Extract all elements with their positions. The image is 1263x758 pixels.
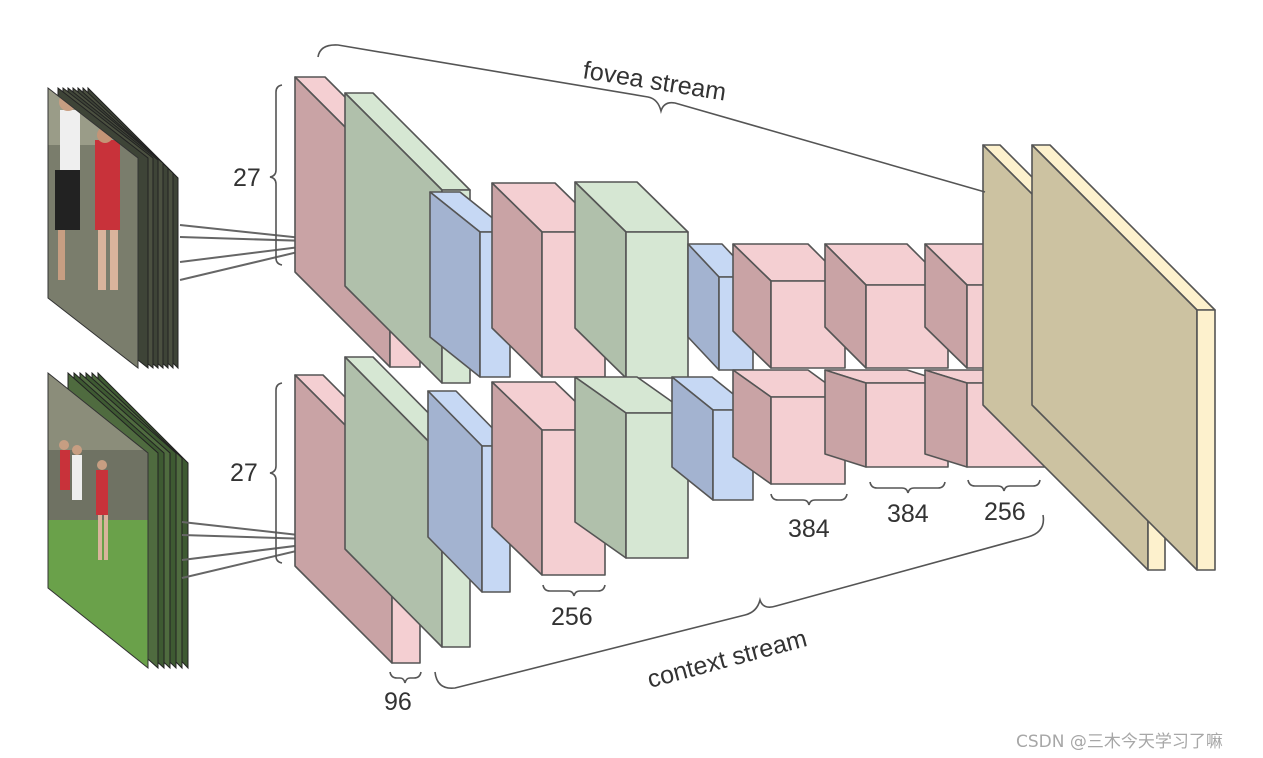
context-stream-layers xyxy=(294,356,1049,664)
fovea-size-brace xyxy=(269,84,283,266)
dim-label-384-a: 384 xyxy=(788,515,830,543)
context-stream-brace xyxy=(434,514,1045,689)
fovea-input-frames xyxy=(47,86,179,370)
fovea-stream-layers xyxy=(294,76,1049,384)
dim-label-96: 96 xyxy=(384,688,412,716)
dim-brace-96 xyxy=(389,671,422,684)
dim-brace-384-b xyxy=(869,481,946,494)
dim-label-256-bottom: 256 xyxy=(551,603,593,631)
fovea-norm2 xyxy=(574,181,689,379)
fovea-stream-brace xyxy=(317,44,986,193)
csdn-watermark: CSDN @三木今天学习了嘛 xyxy=(1016,732,1223,752)
dim-label-384-b: 384 xyxy=(887,500,929,528)
fully-connected-layers xyxy=(982,144,1216,571)
dim-brace-256-right xyxy=(967,479,1041,492)
fc-layer-2 xyxy=(1031,144,1216,571)
context-input-size-label: 27 xyxy=(230,459,258,487)
context-norm2 xyxy=(574,376,689,559)
context-pool1 xyxy=(427,390,511,593)
dim-brace-256-bottom xyxy=(542,584,606,597)
dim-label-256-right: 256 xyxy=(984,498,1026,526)
context-input-frames xyxy=(47,371,189,670)
dim-brace-384-a xyxy=(770,493,848,506)
fovea-input-size-label: 27 xyxy=(233,164,261,192)
context-size-brace xyxy=(269,382,283,564)
